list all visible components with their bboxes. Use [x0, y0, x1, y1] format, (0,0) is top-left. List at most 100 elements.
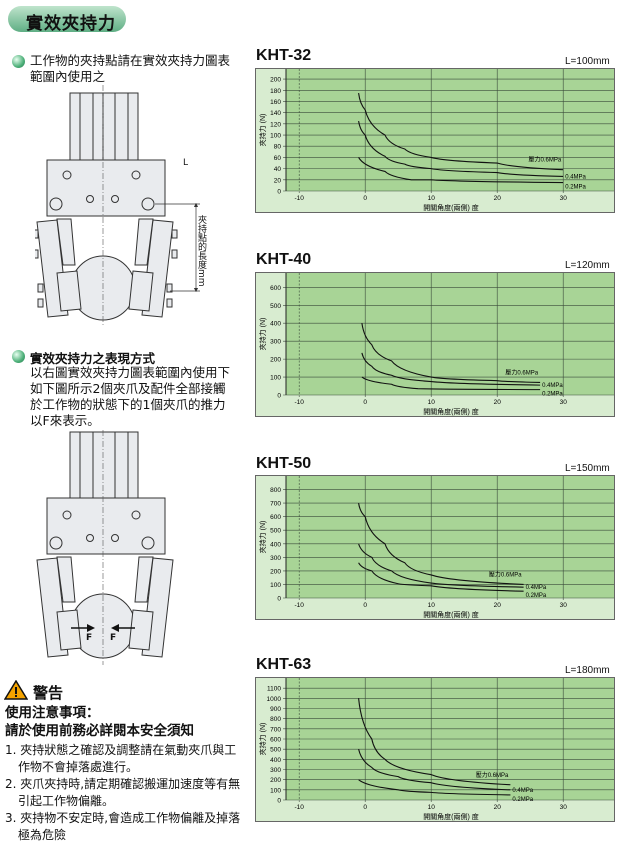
warning-triangle-icon [4, 680, 28, 700]
gripper-diagram [35, 85, 200, 325]
bullet-icon [12, 55, 25, 68]
series-label: 0.4MPa [512, 788, 533, 794]
item-text: 作物不會掉落處進行。 [18, 760, 139, 774]
x-axis-label: 開關角度(兩側) 度 [423, 812, 479, 821]
series-line [361, 323, 541, 383]
y-tick-label: 200 [270, 77, 281, 84]
chart-length-note: L=100mm [565, 56, 610, 67]
y-tick-label: 400 [270, 757, 281, 764]
y-tick-label: 100 [270, 787, 281, 794]
y-tick-label: 200 [270, 357, 281, 364]
x-axis-label: 開關角度(兩側) 度 [423, 203, 479, 212]
series-line [358, 157, 564, 184]
y-tick-label: 1100 [267, 686, 281, 693]
item-number: 2. [5, 777, 17, 791]
x-tick-label: 20 [494, 399, 502, 406]
y-tick-label: 500 [270, 747, 281, 754]
item-number: 1. [5, 743, 17, 757]
y-tick-label: 100 [270, 133, 281, 140]
item-text: 引起工作物偏離。 [18, 794, 115, 808]
x-tick-label: 30 [560, 602, 568, 609]
x-tick-label: 0 [363, 602, 367, 609]
y-axis-label: 夾持力 (N) [258, 318, 267, 351]
x-tick-label: 20 [494, 195, 502, 202]
chart-length-note: L=180mm [565, 665, 610, 676]
section2-text: 以右圖實效夾持力圖表範圍內使用下 如下圖所示2個夾爪及配件全部接觸 於工作物的狀… [30, 365, 230, 429]
warning-item: 3. 夾持物不安定時,會造成工作物偏離及掉落極為危險 [5, 810, 250, 844]
item-text: 夾爪夾持時,請定期確認搬運加速度等有無 [20, 777, 241, 791]
y-tick-label: 160 [270, 99, 281, 106]
y-tick-label: 200 [270, 568, 281, 575]
y-tick-label: 120 [270, 121, 281, 128]
y-tick-label: 0 [277, 393, 281, 400]
y-tick-label: 20 [274, 177, 282, 184]
chart-title: KHT-63 [256, 656, 312, 673]
series-label: 壓力0.6MPa [529, 156, 562, 164]
x-tick-label: -10 [294, 399, 304, 406]
series-label: 0.2MPa [512, 797, 533, 803]
chart-length-note: L=150mm [565, 463, 610, 474]
section2-line: 如下圖所示2個夾爪及配件全部接觸 [30, 381, 226, 396]
x-tick-label: 30 [560, 399, 568, 406]
x-tick-label: 20 [494, 602, 502, 609]
y-tick-label: 0 [277, 189, 281, 196]
y-axis-label: 夾持力 (N) [258, 114, 267, 147]
x-tick-label: -10 [294, 804, 304, 811]
x-tick-label: 0 [363, 195, 367, 202]
series-line [358, 92, 564, 171]
x-tick-label: -10 [294, 602, 304, 609]
series-line [358, 749, 511, 791]
y-tick-label: 60 [274, 155, 282, 162]
x-axis-label: 開關角度(兩側) 度 [423, 407, 479, 416]
y-tick-label: 700 [270, 501, 281, 508]
item-text: 夾持狀態之確認及調整請在氣動夾爪與工 [20, 743, 237, 757]
item-number: 3. [5, 811, 17, 825]
y-tick-label: 900 [270, 706, 281, 713]
series-label: 壓力0.6MPa [476, 771, 509, 779]
section2-line: 於工作物的狀態下的1個夾爪的推力 [30, 397, 226, 412]
y-tick-label: 0 [277, 798, 281, 805]
y-tick-label: 80 [274, 144, 282, 151]
series-line [358, 503, 524, 585]
chart-title: KHT-50 [256, 455, 312, 472]
x-tick-label: 10 [428, 602, 436, 609]
warning-title: 警告 [33, 684, 64, 702]
x-tick-label: 30 [560, 804, 568, 811]
section-header: 實效夾持力 [8, 6, 126, 34]
series-label: 0.2MPa [565, 185, 586, 191]
y-axis-label: 夾持力 (N) [258, 723, 267, 756]
x-tick-label: 10 [428, 804, 436, 811]
warning-subtitle: 使用注意事項： [5, 705, 100, 721]
y-tick-label: 500 [270, 528, 281, 535]
dimension-label: L [183, 158, 189, 168]
gripper-force-diagram [36, 430, 174, 665]
x-tick-label: 10 [428, 195, 436, 202]
force-label-left: F [86, 633, 93, 643]
y-tick-label: 400 [270, 321, 281, 328]
series-line [358, 779, 511, 796]
x-tick-label: 30 [560, 195, 568, 202]
y-tick-label: 700 [270, 726, 281, 733]
y-tick-label: 300 [270, 555, 281, 562]
force-label-right: F [110, 633, 117, 643]
x-axis-label: 開關角度(兩側) 度 [423, 610, 479, 619]
section2-line: 以右圖實效夾持力圖表範圍內使用下 [30, 365, 231, 380]
chart-length-note: L=120mm [565, 260, 610, 271]
x-tick-label: 0 [363, 804, 367, 811]
x-tick-label: 20 [494, 804, 502, 811]
warning-subtitle: 請於使用前務必詳閱本安全須知 [5, 723, 194, 739]
warning-item: 1. 夾持狀態之確認及調整請在氣動夾爪與工作物不會掉落處進行。 [5, 742, 250, 776]
y-tick-label: 200 [270, 777, 281, 784]
y-tick-label: 500 [270, 303, 281, 310]
series-line [358, 698, 511, 786]
y-tick-label: 300 [270, 339, 281, 346]
y-tick-label: 140 [270, 110, 281, 117]
series-line [358, 120, 564, 177]
y-tick-label: 600 [270, 514, 281, 521]
warning-list: 1. 夾持狀態之確認及調整請在氣動夾爪與工作物不會掉落處進行。 2. 夾爪夾持時… [5, 742, 250, 844]
y-tick-label: 400 [270, 541, 281, 548]
